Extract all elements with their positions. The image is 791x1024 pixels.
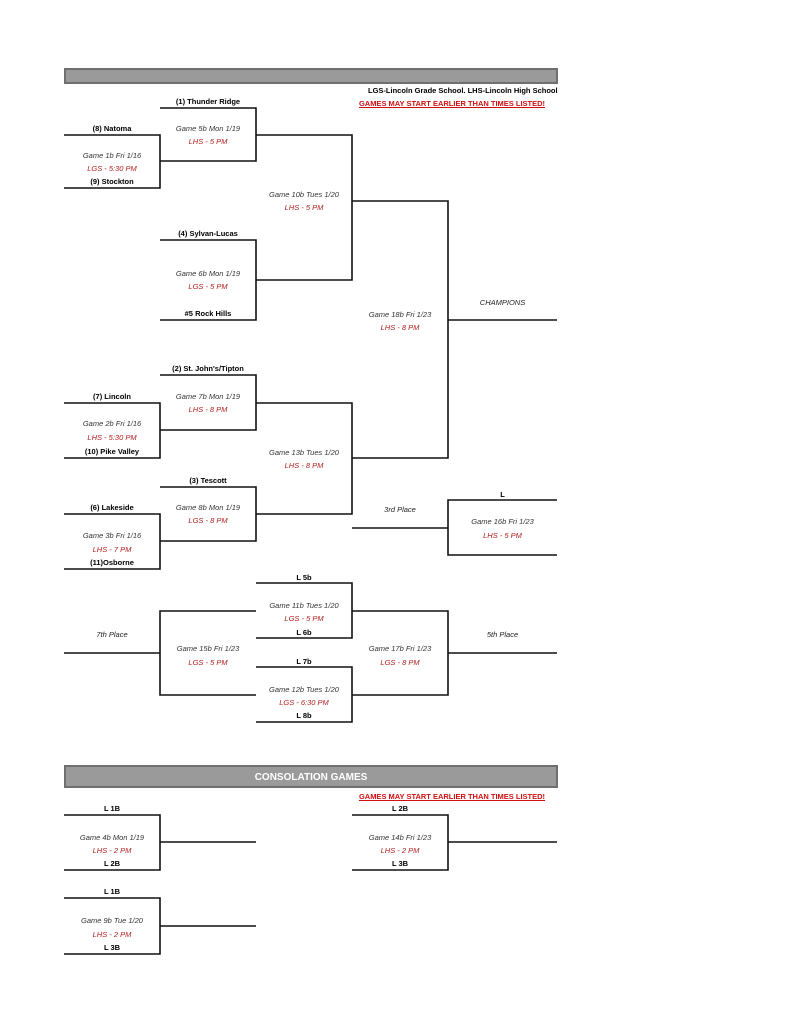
consolation-title: CONSOLATION GAMES — [254, 772, 368, 783]
game-1-time: LGS - 5:30 PM — [87, 164, 137, 173]
team-pike-valley: (10) Pike Valley — [84, 447, 140, 456]
game-6-time: LGS - 5 PM — [188, 282, 228, 291]
game-7-label: Game 7b Mon 1/19 — [175, 392, 241, 401]
game-8-label: Game 8b Mon 1/19 — [175, 503, 241, 512]
fifth-place-label: 5th Place — [486, 630, 519, 639]
game-13-time: LHS - 8 PM — [284, 461, 324, 470]
game-11-time: LGS - 5 PM — [284, 614, 324, 623]
game-15-label: Game 15b Fri 1/23 — [176, 644, 240, 653]
game-7-time: LHS - 8 PM — [188, 405, 228, 414]
loser-6b: L 6b — [296, 628, 312, 637]
game-6-label: Game 6b Mon 1/19 — [175, 269, 241, 278]
team-lakeside: (6) Lakeside — [90, 503, 134, 512]
team-rock-hills: #5 Rock Hills — [184, 309, 232, 318]
third-place-label: 3rd Place — [384, 505, 416, 514]
game-12-label: Game 12b Tues 1/20 — [269, 685, 339, 694]
game-5-time: LHS - 5 PM — [188, 137, 228, 146]
game-11-label: Game 11b Tues 1/20 — [269, 601, 339, 610]
game-9-time: LHS - 2 PM — [92, 930, 132, 939]
game-9-label: Game 9b Tue 1/20 — [81, 916, 143, 925]
game-12-time: LGS - 6:30 PM — [279, 698, 329, 707]
seventh-place-label: 7th Place — [96, 630, 128, 639]
game-8-time: LGS - 8 PM — [188, 516, 228, 525]
loser-8b: L 8b — [296, 711, 312, 720]
consolation-loser-2b-a: L 2B — [103, 859, 121, 868]
game-13-label: Game 13b Tues 1/20 — [269, 448, 339, 457]
team-lincoln: (7) Lincoln — [93, 392, 131, 401]
loser-5b: L 5b — [296, 573, 312, 582]
game-16-label: Game 16b Fri 1/23 — [471, 517, 534, 526]
game-10-label: Game 10b Tues 1/20 — [269, 190, 339, 199]
game-15-time: LGS - 5 PM — [188, 658, 228, 667]
game-18-label: Game 18b Fri 1/23 — [368, 310, 432, 319]
consolation-loser-3b-b: L 3B — [103, 943, 121, 952]
team-tescott: (3) Tescott — [189, 476, 227, 485]
game-10-time: LHS - 5 PM — [284, 203, 324, 212]
game-17-time: LGS - 8 PM — [380, 658, 420, 667]
team-st-johns-tipton: (2) St. John's/Tipton — [172, 364, 244, 373]
team-thunder-ridge: (1) Thunder Ridge — [175, 97, 241, 106]
team-stockton: (9) Stockton — [90, 177, 134, 186]
consolation-loser-2b-c: L 2B — [391, 804, 409, 813]
game-14-time: LHS - 2 PM — [380, 846, 420, 855]
consolation-loser-1b-a: L 1B — [103, 804, 121, 813]
game-3-time: LHS - 7 PM — [92, 545, 132, 554]
game-18-time: LHS - 8 PM — [380, 323, 420, 332]
game-5-label: Game 5b Mon 1/19 — [175, 124, 241, 133]
consolation-loser-1b-b: L 1B — [103, 887, 121, 896]
loser-7b: L 7b — [296, 657, 312, 666]
team-sylvan-lucas: (4) Sylvan-Lucas — [178, 229, 238, 238]
team-osborne: (11)Osborne — [90, 558, 134, 567]
consolation-warning: GAMES MAY START EARLIER THAN TIMES LISTE… — [358, 792, 546, 801]
game-3-label: Game 3b Fri 1/16 — [82, 531, 142, 540]
team-natoma: (8) Natoma — [92, 124, 132, 133]
game-4-label: Game 4b Mon 1/19 — [79, 833, 145, 842]
loser-third-place: L — [500, 490, 505, 499]
game-16-time: LHS - 5 PM — [483, 531, 522, 540]
school-legend: LGS-Lincoln Grade School. LHS-Lincoln Hi… — [368, 86, 558, 95]
game-2-time: LHS - 5:30 PM — [87, 433, 137, 442]
champions-label: CHAMPIONS — [479, 298, 526, 307]
consolation-loser-3b-c: L 3B — [391, 859, 409, 868]
start-time-warning: GAMES MAY START EARLIER THAN TIMES LISTE… — [358, 99, 546, 108]
consolation-title-bar: CONSOLATION GAMES — [64, 765, 558, 788]
game-14-label: Game 14b Fri 1/23 — [368, 833, 432, 842]
game-17-label: Game 17b Fri 1/23 — [368, 644, 432, 653]
top-title-bar — [64, 68, 558, 84]
game-4-time: LHS - 2 PM — [92, 846, 132, 855]
game-1-label: Game 1b Fri 1/16 — [82, 151, 142, 160]
game-2-label: Game 2b Fri 1/16 — [82, 419, 142, 428]
